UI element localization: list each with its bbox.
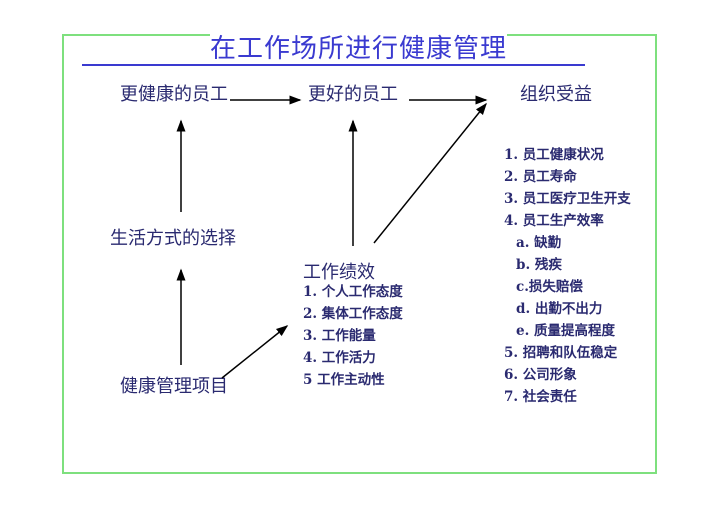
list-item: d. 出勤不出力 (516, 301, 603, 317)
list-item: 3. 工作能量 (303, 328, 376, 344)
list-item: 2. 员工寿命 (504, 169, 577, 185)
list-item: 4. 员工生产效率 (504, 213, 604, 229)
list-item: b. 残疾 (516, 257, 562, 273)
arrow-performance-to-benefit (373, 102, 487, 244)
performance-list: 1. 个人工作态度 2. 集体工作态度 3. 工作能量 4. 工作活力 5 工作… (303, 281, 403, 391)
list-item: 1. 员工健康状况 (504, 147, 604, 163)
list-item: 2. 集体工作态度 (303, 306, 403, 322)
list-item: 5 工作主动性 (303, 372, 385, 388)
node-lifestyle-choice: 生活方式的选择 (110, 228, 236, 249)
node-organization-benefit: 组织受益 (520, 84, 592, 105)
node-work-performance: 工作绩效 (303, 262, 375, 283)
list-item: 4. 工作活力 (303, 350, 376, 366)
list-item: 7. 社会责任 (504, 389, 577, 405)
node-better-employee: 更好的员工 (308, 84, 398, 105)
benefit-list: 1. 员工健康状况 2. 员工寿命 3. 员工医疗卫生开支 4. 员工生产效率 … (504, 144, 631, 408)
list-item: 6. 公司形象 (504, 367, 577, 383)
arrow-program-to-performance (221, 325, 289, 379)
node-health-program: 健康管理项目 (120, 376, 228, 397)
list-item: a. 缺勤 (516, 235, 562, 251)
title-underline (82, 64, 585, 66)
list-item: 1. 个人工作态度 (303, 284, 403, 300)
list-item: e. 质量提高程度 (516, 323, 615, 339)
list-item: c.损失赔偿 (516, 279, 583, 295)
slide-title: 在工作场所进行健康管理 (210, 28, 508, 65)
list-item: 5. 招聘和队伍稳定 (504, 345, 618, 361)
list-item: 3. 员工医疗卫生开支 (504, 191, 631, 207)
node-healthier-employee: 更健康的员工 (120, 84, 228, 105)
